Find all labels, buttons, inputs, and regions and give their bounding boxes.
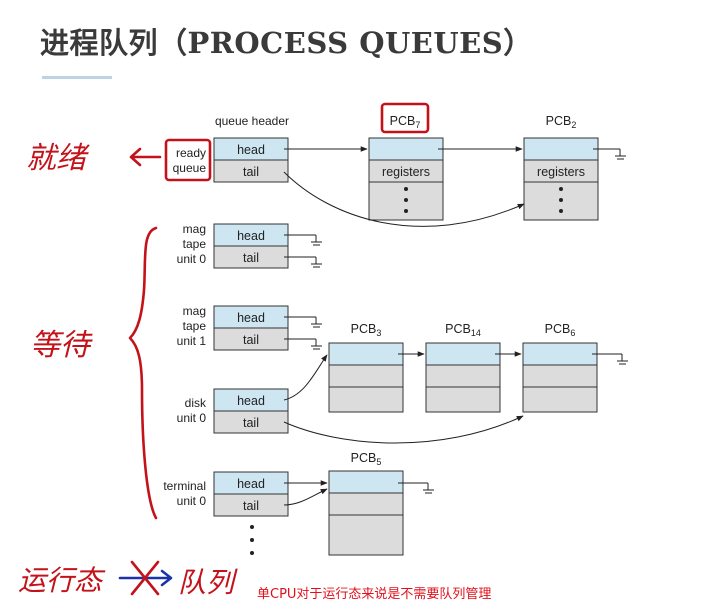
terminal-label-line1: terminal xyxy=(163,479,206,493)
pcb5-body xyxy=(328,492,404,556)
ready-head-text: head xyxy=(237,143,265,157)
disk-tail-to-pcb6-arrow xyxy=(283,415,524,444)
mag0-label-line1: mag xyxy=(183,222,206,236)
disk-tail-cell xyxy=(213,410,289,434)
mag0-tail-text: tail xyxy=(243,251,259,265)
pcb2-dot xyxy=(559,198,563,202)
pcb14-body xyxy=(425,364,501,413)
ready-queue-label-line1: ready xyxy=(176,146,206,160)
pcb7-block: PCB7 registers xyxy=(368,114,444,221)
ground-icon xyxy=(284,316,322,328)
pcb3-block: PCB3 xyxy=(328,322,404,413)
caption-subtitle: 单CPU对于运行态来说是不需要队列管理 xyxy=(257,587,492,602)
terminal-tail-to-pcb5-arrow xyxy=(283,488,328,506)
disk-head-text: head xyxy=(237,394,265,408)
continuation-dot xyxy=(250,551,254,555)
mag-tape-unit-1-queue: mag tape unit 1 head tail xyxy=(177,304,322,351)
disk-head-to-pcb3-arrow xyxy=(283,354,328,401)
page-title: 进程队列（PROCESS QUEUES） xyxy=(40,26,533,60)
pcb2-header xyxy=(523,137,599,161)
mag0-label-line2: tape xyxy=(183,237,207,251)
waiting-note: 等待 xyxy=(30,328,93,363)
ready-tail-text: tail xyxy=(243,165,259,179)
ground-icon xyxy=(398,482,434,494)
pcb6-base: PCB xyxy=(545,322,571,336)
mag0-head-text: head xyxy=(237,229,265,243)
mag1-label-line2: tape xyxy=(183,319,207,333)
ready-tail-to-pcb2-arrow xyxy=(283,171,525,227)
pcb5-header xyxy=(328,470,404,494)
pcb2-base: PCB xyxy=(546,114,572,128)
ground-icon xyxy=(284,234,322,246)
disk-unit-0-queue: disk unit 0 head tail xyxy=(177,388,289,434)
mag1-label-line1: mag xyxy=(183,304,206,318)
pcb7-dot xyxy=(404,198,408,202)
queue-note: 队列 xyxy=(178,566,238,599)
pcb3-base: PCB xyxy=(351,322,377,336)
pcb7-header xyxy=(368,137,444,161)
ready-queue-highlight-box xyxy=(164,138,212,182)
pcb6-body xyxy=(522,364,598,413)
pcb7-sub: 7 xyxy=(415,120,420,130)
mag1-tail-text: tail xyxy=(243,333,259,347)
pcb3-label: PCB3 xyxy=(351,322,382,338)
pcb3-body xyxy=(328,364,404,413)
queue-header-label: queue header xyxy=(215,114,289,128)
pcb6-block: PCB6 xyxy=(522,322,598,413)
ready-tail-cell xyxy=(213,159,289,183)
pcb7-highlight-box xyxy=(380,102,430,134)
ready-note: 就绪 xyxy=(26,141,90,176)
mag1-label-line3: unit 1 xyxy=(177,334,207,348)
pcb7-dot xyxy=(404,187,408,191)
terminal-tail-text: tail xyxy=(243,499,259,513)
ready-pointer-arrow xyxy=(129,147,162,167)
pcb6-label: PCB6 xyxy=(545,322,576,338)
pcb2-label: PCB2 xyxy=(546,114,577,130)
terminal-head-text: head xyxy=(237,477,265,491)
disk-label-line1: disk xyxy=(185,396,207,410)
pcb14-sub: 14 xyxy=(471,328,481,338)
pcb7-label: PCB7 xyxy=(390,114,421,130)
ground-icon xyxy=(284,256,322,268)
continuation-dot xyxy=(250,525,254,529)
pcb3-header xyxy=(328,342,404,366)
title-underline xyxy=(42,76,112,79)
mag1-head-text: head xyxy=(237,311,265,325)
pcb5-block: PCB5 xyxy=(328,451,404,556)
terminal-label-line2: unit 0 xyxy=(177,494,207,508)
mag-tape-unit-0-queue: mag tape unit 0 head tail xyxy=(177,222,322,269)
pcb5-label: PCB5 xyxy=(351,451,382,467)
pcb6-header xyxy=(522,342,598,366)
pcb2-block: PCB2 registers xyxy=(523,114,599,221)
pcb2-sub: 2 xyxy=(571,120,576,130)
ready-queue-label-line2: queue xyxy=(173,161,207,175)
terminal-unit-0-queue: terminal unit 0 head tail xyxy=(163,471,289,517)
pcb2-dot xyxy=(559,187,563,191)
ready-queue: ready queue head tail xyxy=(173,137,289,183)
pcb2-registers: registers xyxy=(537,165,585,179)
pcb7-registers: registers xyxy=(382,165,430,179)
pcb5-sub: 5 xyxy=(376,457,381,467)
pcb2-dot xyxy=(559,209,563,213)
running-note: 运行态 xyxy=(18,564,106,597)
disk-label-line2: unit 0 xyxy=(177,411,207,425)
pcb5-base: PCB xyxy=(351,451,377,465)
pcb14-header xyxy=(425,342,501,366)
pcb14-block: PCB14 xyxy=(425,322,501,413)
pcb14-label: PCB14 xyxy=(445,322,481,338)
pcb7-dot xyxy=(404,209,408,213)
pcb7-base: PCB xyxy=(390,114,416,128)
ground-icon xyxy=(284,338,322,350)
pcb3-sub: 3 xyxy=(376,328,381,338)
ground-icon xyxy=(593,148,626,160)
continuation-dot xyxy=(250,538,254,542)
pcb6-sub: 6 xyxy=(570,328,575,338)
disk-tail-text: tail xyxy=(243,416,259,430)
waiting-brace xyxy=(128,226,158,520)
ground-icon xyxy=(592,353,628,365)
pcb14-base: PCB xyxy=(445,322,471,336)
mag0-label-line3: unit 0 xyxy=(177,252,207,266)
cross-mark xyxy=(130,560,160,596)
